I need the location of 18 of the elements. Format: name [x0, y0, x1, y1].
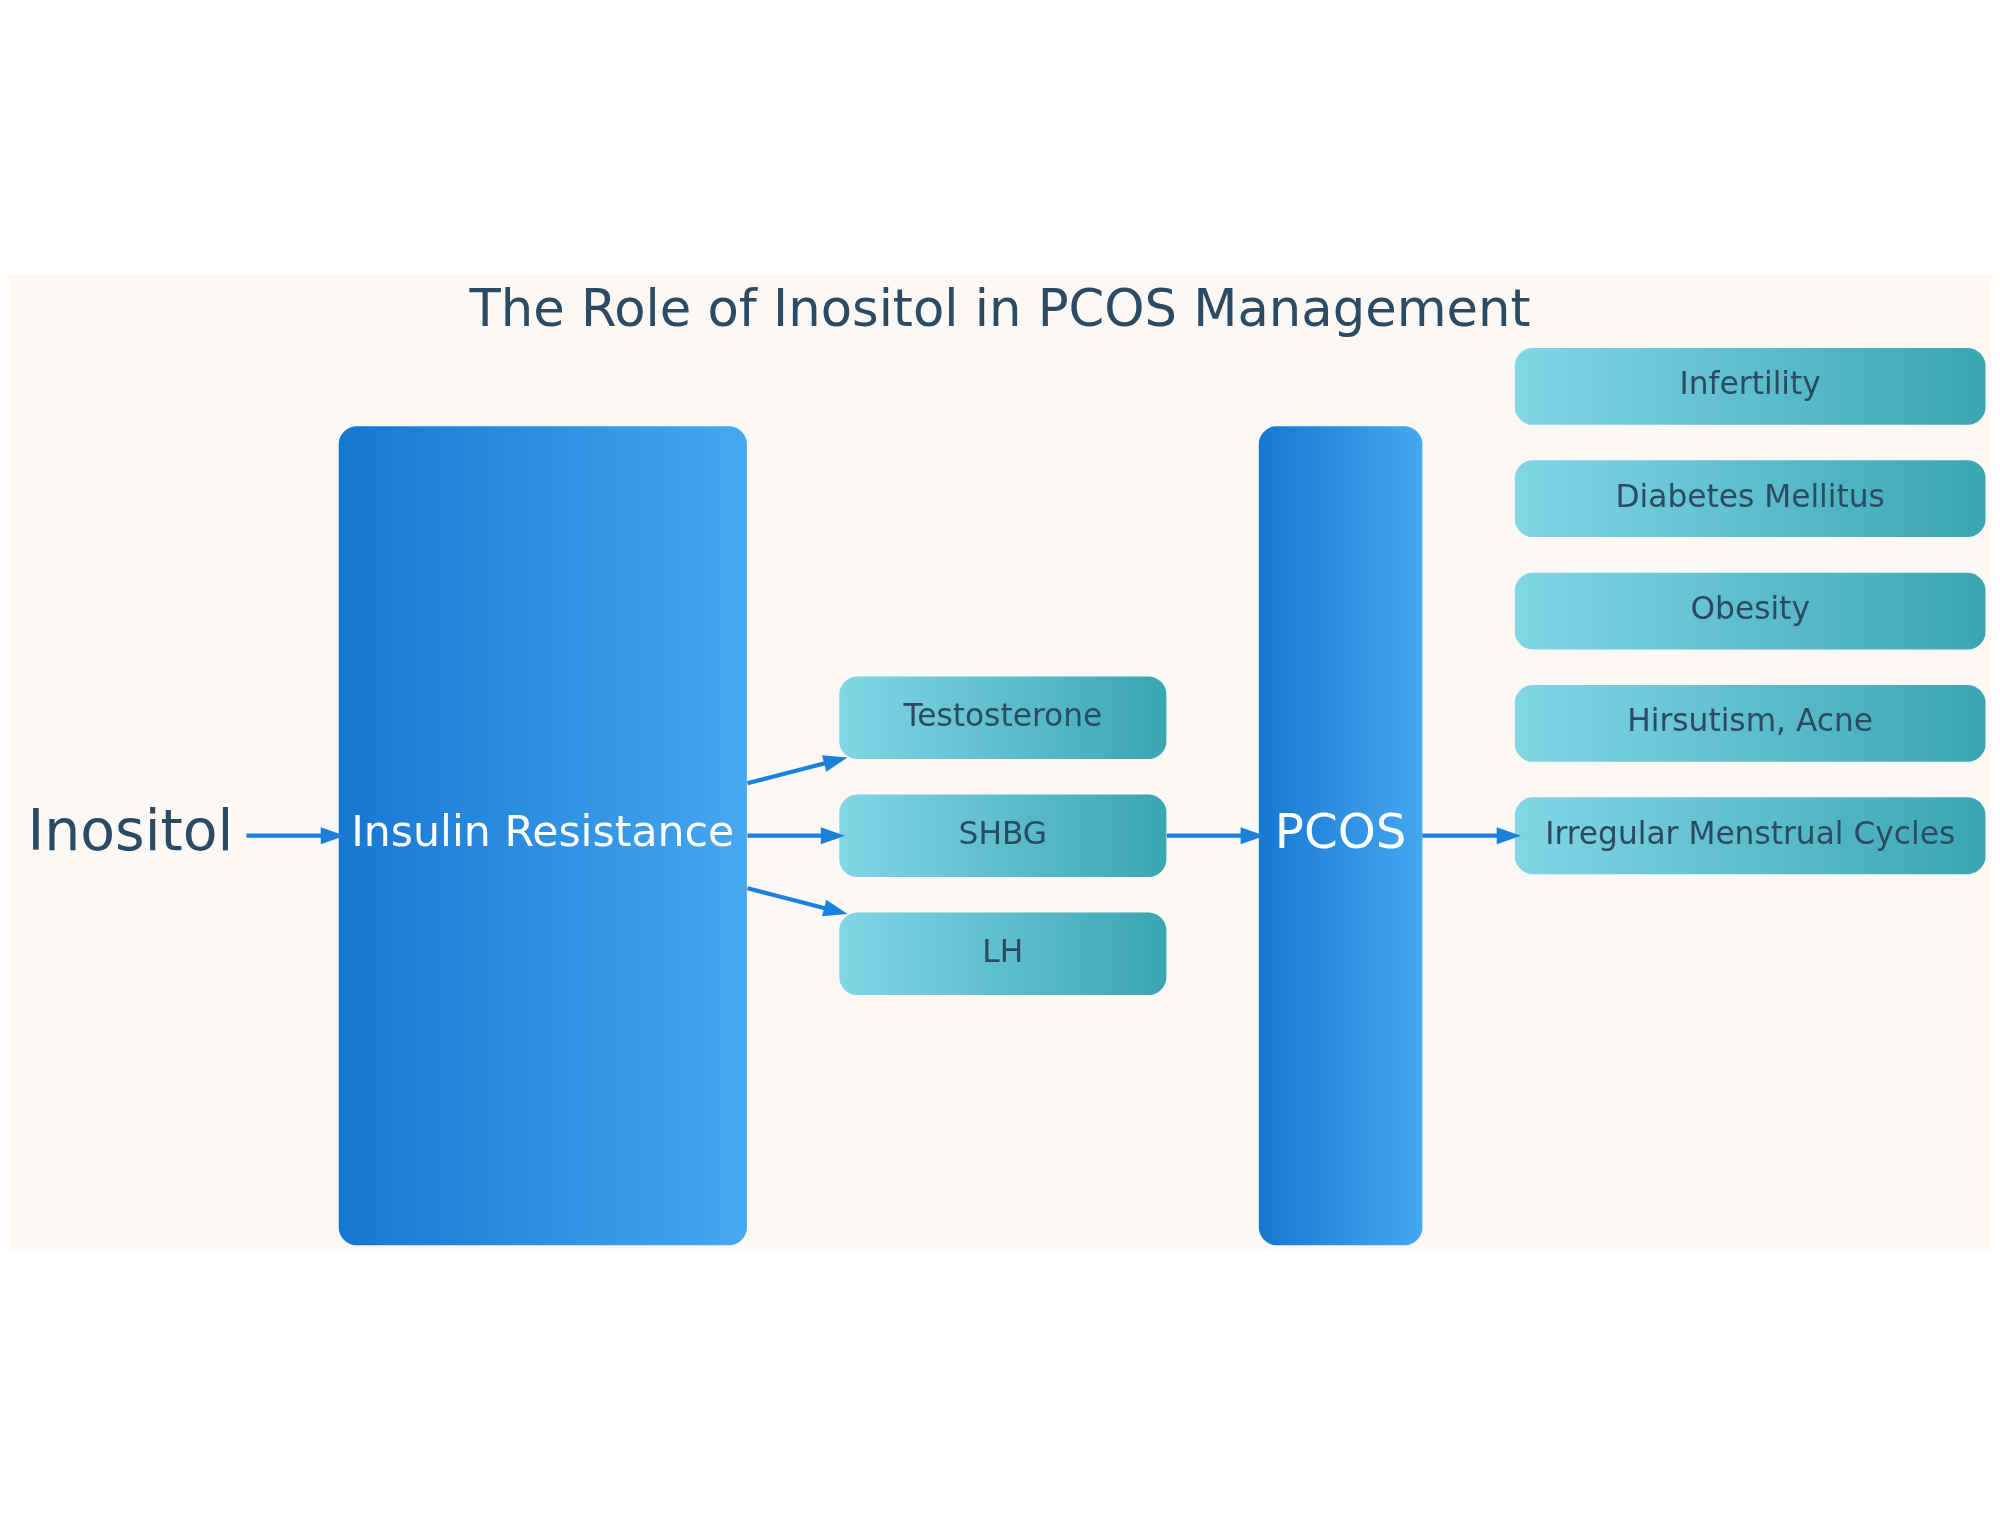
arrow	[1166, 826, 1265, 844]
node-box: Hirsutism, Acne	[1514, 684, 1986, 762]
node-box: PCOS	[1258, 425, 1423, 1245]
node-box: SHBG	[839, 794, 1167, 877]
arrow	[747, 826, 846, 844]
node-text: Inositol	[27, 796, 234, 863]
node-box: Testosterone	[839, 675, 1167, 759]
node-box: LH	[839, 912, 1167, 995]
arrow	[746, 754, 848, 785]
diagram-title: The Role of Inositol in PCOS Management	[469, 277, 1531, 338]
node-box: Infertility	[1514, 347, 1986, 425]
node-box: Diabetes Mellitus	[1514, 459, 1986, 537]
node-box: Irregular Menstrual Cycles	[1514, 796, 1986, 874]
arrow	[1422, 826, 1521, 844]
node-box: Insulin Resistance	[338, 425, 747, 1245]
arrow	[746, 885, 848, 916]
node-box: Obesity	[1514, 572, 1986, 649]
arrow	[246, 826, 345, 844]
